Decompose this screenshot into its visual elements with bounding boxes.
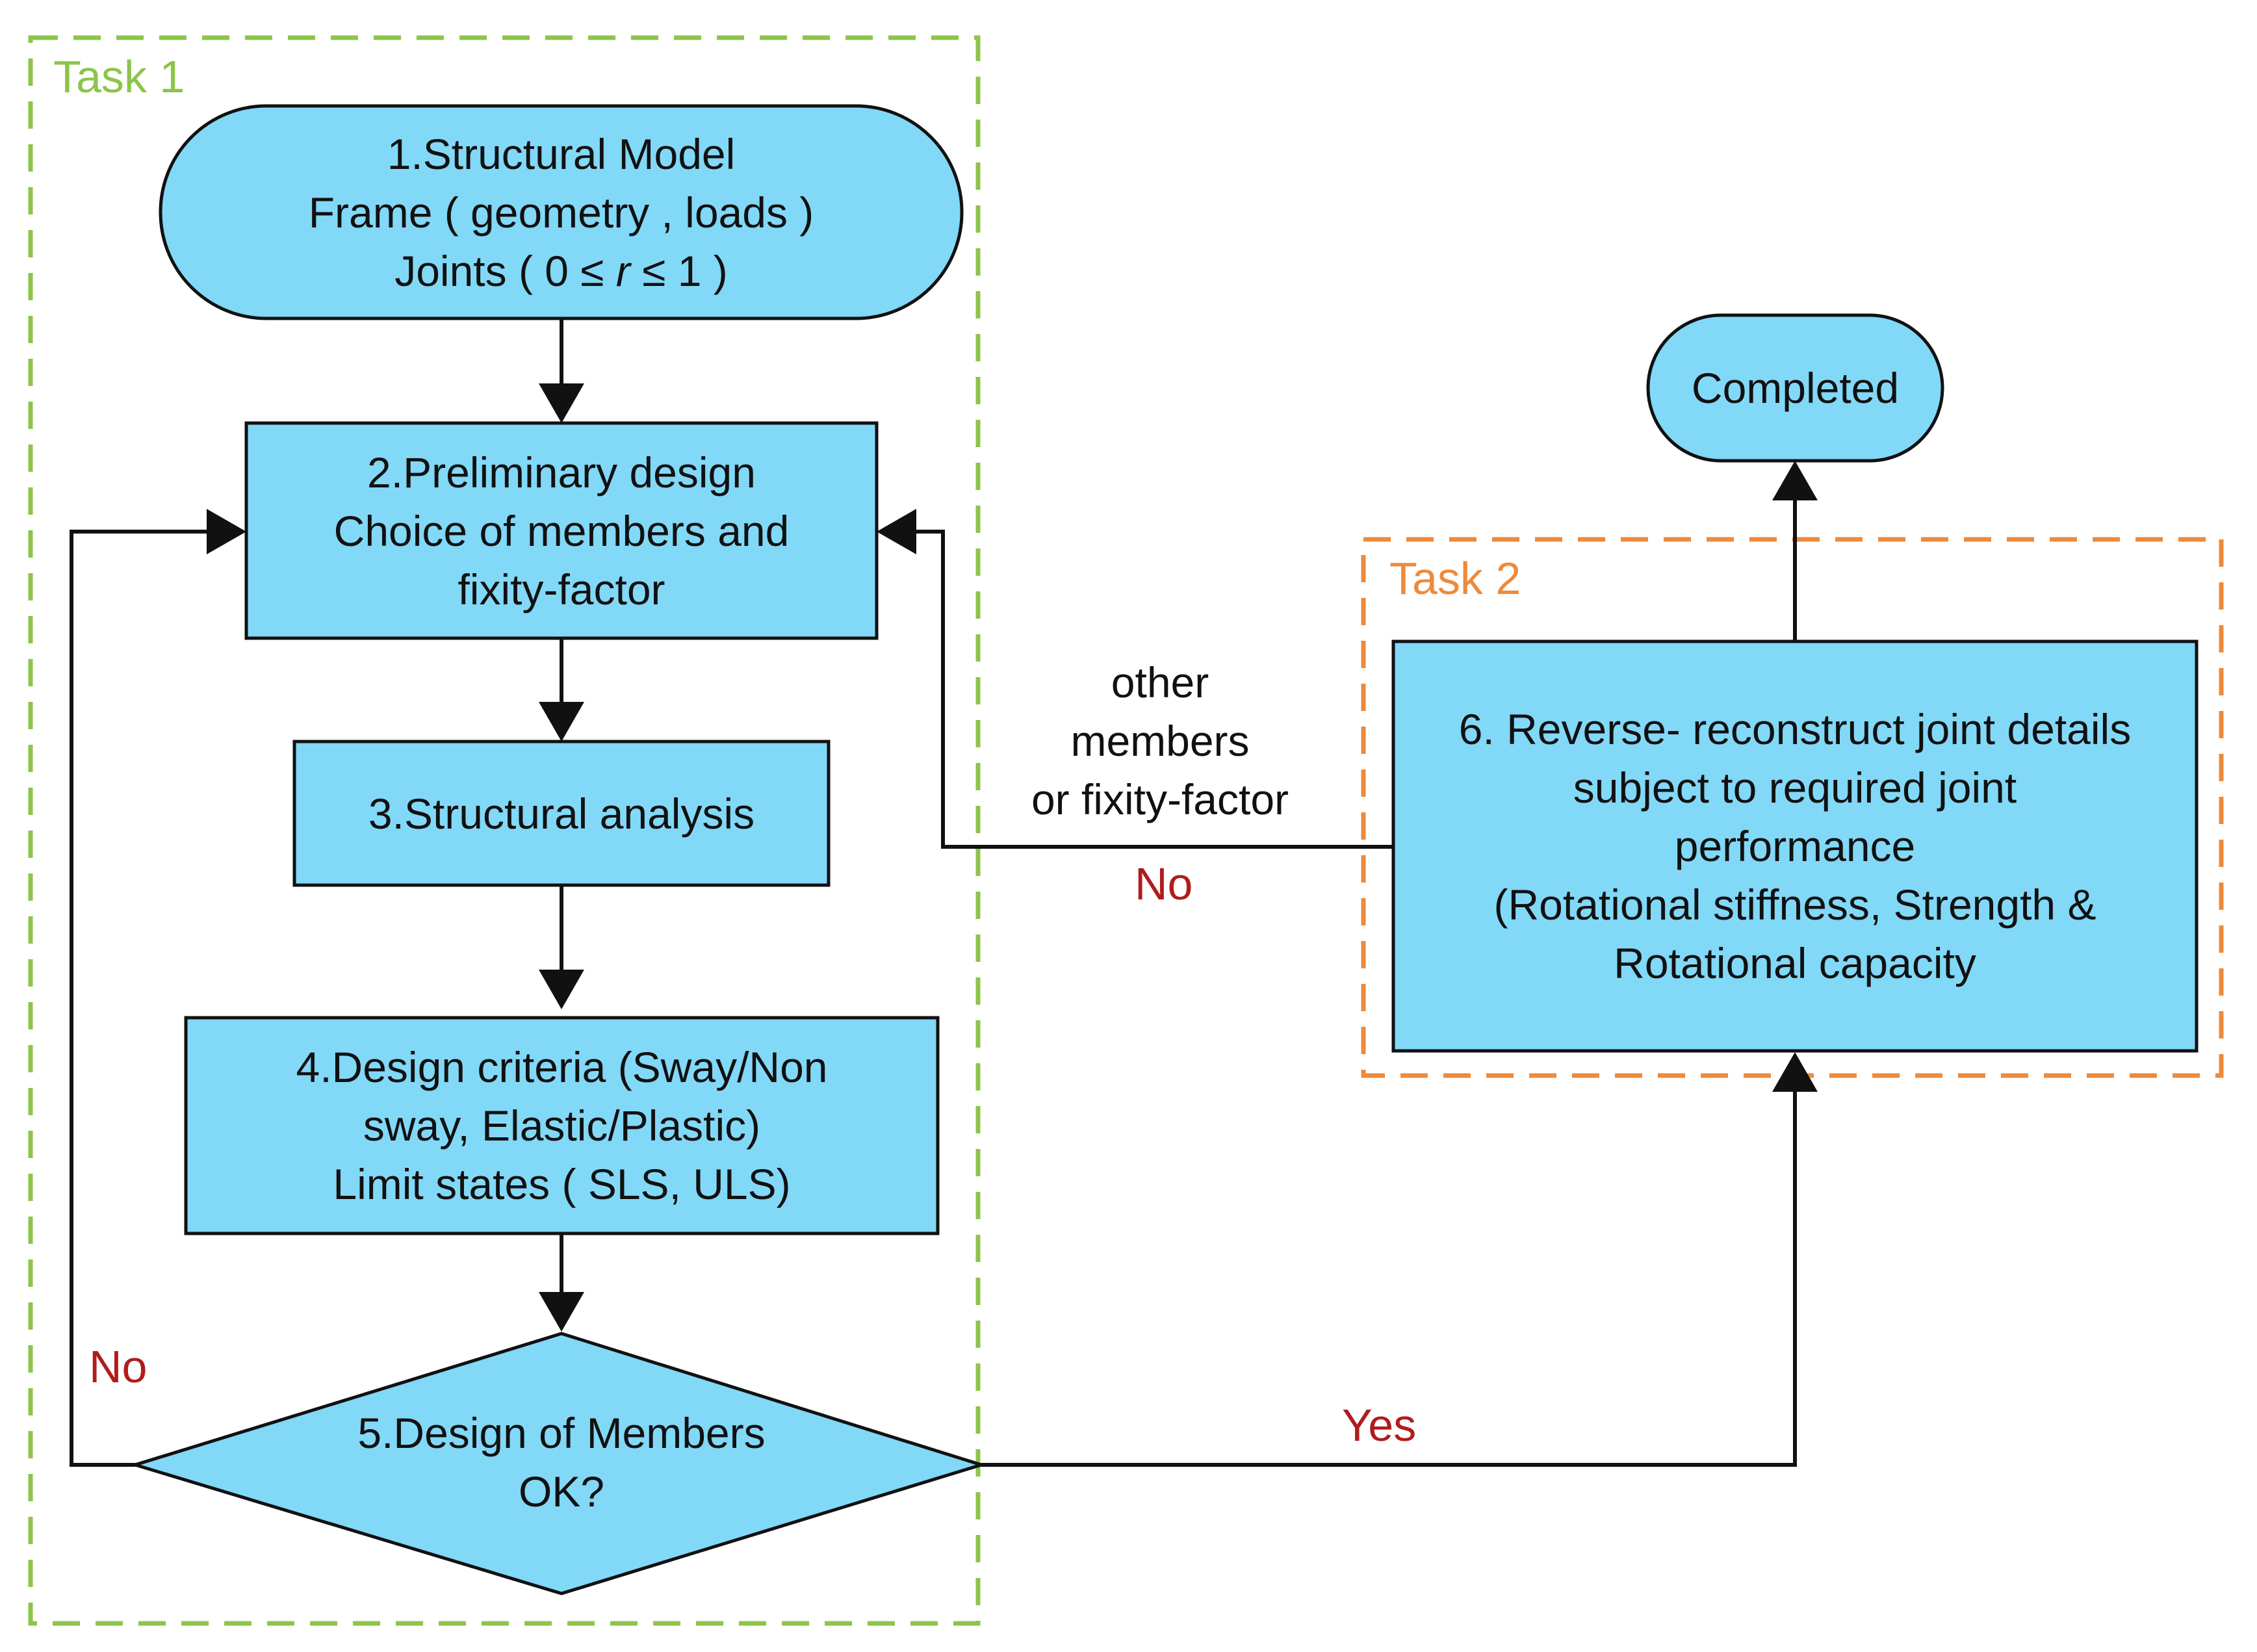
node-text-line: performance xyxy=(1674,822,1916,870)
node-structural-model[interactable] xyxy=(159,104,964,320)
task1-group-border xyxy=(28,35,981,1626)
note-line: members xyxy=(1070,717,1250,765)
node-text-line: Limit states ( SLS, ULS) xyxy=(333,1160,791,1208)
arrowhead-up xyxy=(1772,1052,1818,1092)
arrowhead-up xyxy=(1772,461,1818,500)
edge-label-no-right: No xyxy=(1135,858,1193,909)
node-text-line: Choice of members and xyxy=(333,506,790,555)
node-text-line: 4.Design criteria (Sway/Non xyxy=(296,1043,828,1091)
node-text-line: fixity-factor xyxy=(458,565,665,613)
node-text-line: OK? xyxy=(518,1467,605,1516)
node-structural-model-text: 1.Structural Model Frame ( geometry , lo… xyxy=(161,106,962,318)
node-design-criteria-text: 4.Design criteria (Sway/Non sway, Elasti… xyxy=(186,1018,938,1233)
node-design-criteria[interactable] xyxy=(184,1016,940,1235)
task1-title: Task 1 xyxy=(53,51,185,102)
node-reverse-reconstruct-text: 6. Reverse- reconstruct joint details su… xyxy=(1393,641,2197,1051)
task2-title: Task 2 xyxy=(1389,553,1521,604)
node-text-line: Frame ( geometry , loads ) xyxy=(308,188,814,237)
arrowhead-down xyxy=(539,383,584,423)
arrowhead-right xyxy=(207,509,246,554)
node-text-line: Joints ( 0 ≤ r ≤ 1 ) xyxy=(394,246,728,295)
node-text-line: 3.Structural analysis xyxy=(368,789,755,838)
node-structural-analysis[interactable] xyxy=(292,740,831,887)
arrowhead-left xyxy=(877,509,916,554)
edge-note-other-members: other members or fixity-factor xyxy=(998,653,1322,829)
node-completed-text: Completed xyxy=(1648,315,1942,461)
edge-label-no-left: No xyxy=(89,1341,148,1392)
arrowhead-down xyxy=(539,970,584,1009)
node-structural-analysis-text: 3.Structural analysis xyxy=(294,742,829,885)
node-design-check-text: 5.Design of Members OK? xyxy=(265,1402,858,1522)
node-text-line: 1.Structural Model xyxy=(387,129,736,178)
node-preliminary-design[interactable] xyxy=(244,421,879,640)
edge-5-no-loop xyxy=(70,530,214,1467)
note-line: or fixity-factor xyxy=(1031,775,1289,823)
edge-5-yes-to-6 xyxy=(981,1084,1797,1467)
edge-6-no-loop xyxy=(907,530,1393,849)
arrowhead-down xyxy=(539,1292,584,1332)
node-text-line: 2.Preliminary design xyxy=(367,448,756,497)
arrowhead-down xyxy=(539,702,584,742)
note-line: other xyxy=(1111,658,1209,706)
node-design-check-decision[interactable] xyxy=(129,1332,987,1595)
node-preliminary-design-text: 2.Preliminary design Choice of members a… xyxy=(246,423,877,638)
node-text-line: sway, Elastic/Plastic) xyxy=(363,1102,761,1150)
node-text-line: Rotational capacity xyxy=(1614,939,1976,987)
node-text-line: 5.Design of Members xyxy=(357,1409,766,1457)
node-text-line: 6. Reverse- reconstruct joint details xyxy=(1458,705,2132,753)
node-text-line: subject to required joint xyxy=(1573,764,2017,812)
node-completed[interactable] xyxy=(1646,313,1944,463)
node-text-line: (Rotational stiffness, Strength & xyxy=(1493,881,2096,929)
node-reverse-reconstruct[interactable] xyxy=(1391,639,2199,1053)
node-text-line: Completed xyxy=(1691,364,1900,412)
edge-label-yes: Yes xyxy=(1342,1400,1417,1451)
